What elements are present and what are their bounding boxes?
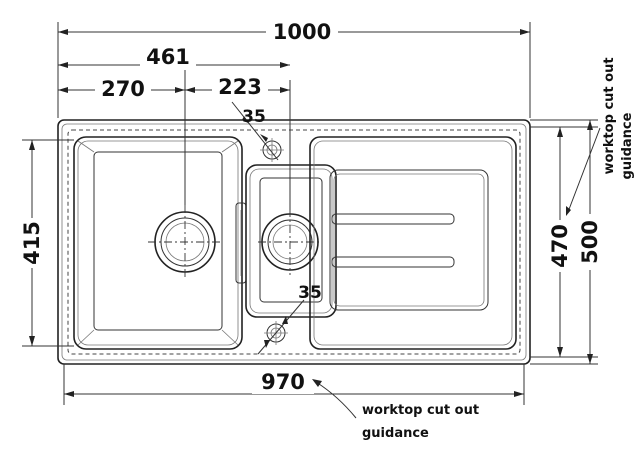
tap-hole-bottom-callout: 35 <box>257 283 322 355</box>
dimension-overall-width: 1000 <box>58 18 530 44</box>
overall-depth-label: 500 <box>578 220 602 264</box>
dimension-cutout-width: 970 <box>64 368 524 397</box>
main-bowl <box>73 136 243 350</box>
sink-outline <box>57 119 531 365</box>
cutout-bottom-line2: guidance <box>362 426 429 441</box>
dimension-bowl-offsets: 270 223 <box>58 74 290 102</box>
extension-lines <box>22 22 598 405</box>
cutout-right-line2: guidance <box>620 112 635 179</box>
tap-hole-bottom-label: 35 <box>298 283 322 303</box>
half-bowl <box>245 164 337 318</box>
half-bowl-waste <box>258 209 322 275</box>
dimension-bowl-depth: 415 <box>18 140 46 346</box>
tap-hole-top-label: 35 <box>242 107 266 127</box>
tap-hole-top <box>260 138 284 162</box>
main-bowl-waste <box>148 205 222 279</box>
cutout-right-line1: worktop cut out <box>602 57 617 174</box>
cutout-width-label: 970 <box>261 370 305 394</box>
overflow-slot <box>235 202 247 284</box>
drainer <box>309 136 517 350</box>
main-bowl-centre-label: 461 <box>146 45 190 69</box>
tap-hole-top-callout: 35 <box>231 101 279 161</box>
cutout-guidance-bottom: worktop cut out guidance <box>312 379 479 441</box>
cutout-depth-label: 470 <box>548 224 572 268</box>
cutout-bottom-line1: worktop cut out <box>362 403 479 418</box>
dimension-overall-depth: 500 <box>577 120 603 364</box>
bowl-depth-label: 415 <box>20 221 44 265</box>
bowl-spacing-label: 223 <box>218 75 262 99</box>
main-bowl-offset-label: 270 <box>101 77 145 101</box>
overall-width-label: 1000 <box>273 20 331 44</box>
dimension-cutout-depth: 470 <box>547 127 573 357</box>
cutout-guidance-right: worktop cut out guidance <box>566 57 635 216</box>
dimension-to-main-bowl-centre: 461 <box>58 44 290 70</box>
